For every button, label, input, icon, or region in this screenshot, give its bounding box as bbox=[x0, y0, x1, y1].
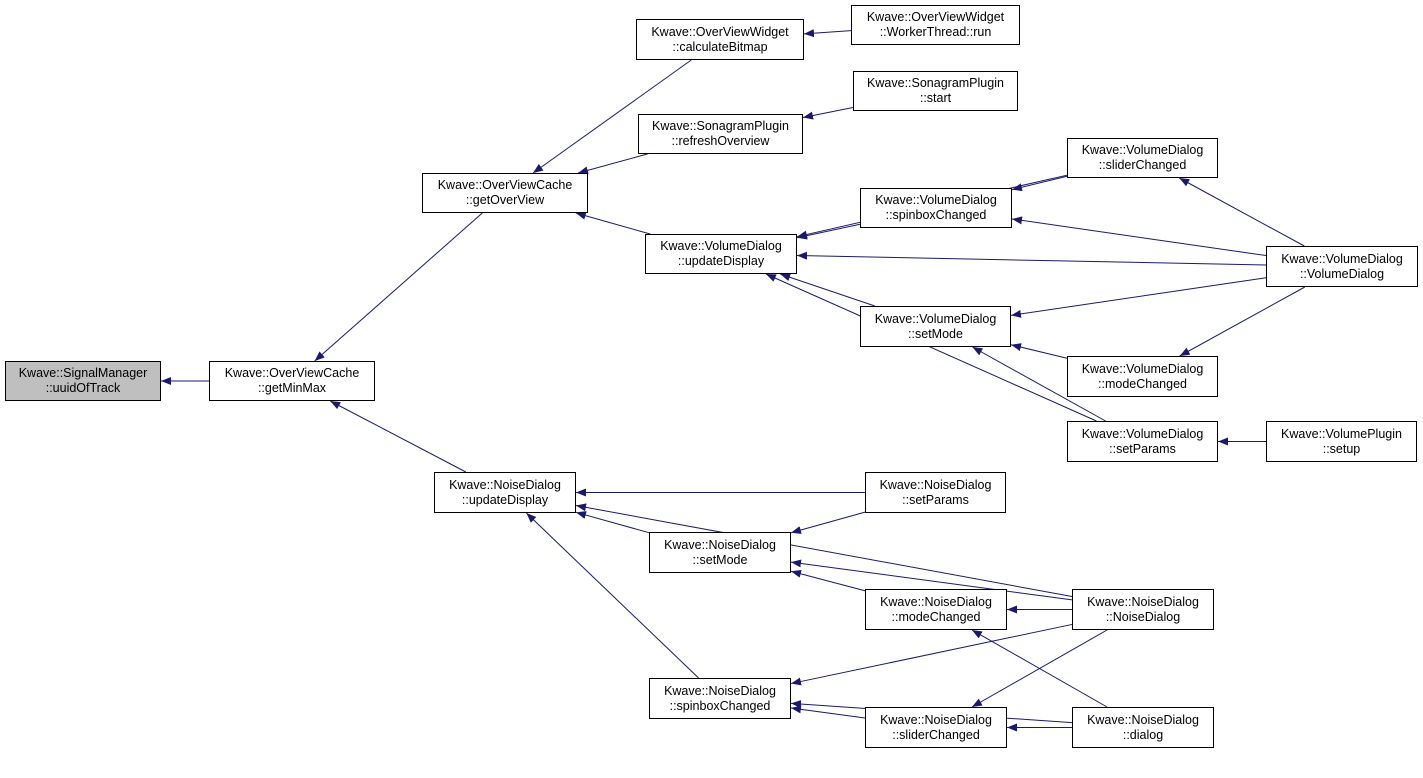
node-label-class: Kwave::NoiseDialog bbox=[880, 712, 992, 727]
node-label-class: Kwave::VolumeDialog bbox=[1281, 251, 1403, 266]
edge-ndNoiseDialog-to-ndSliderChanged bbox=[971, 629, 1108, 708]
edge-getOverView-to-getMinMax bbox=[314, 212, 483, 362]
edge-vdVolumeDialog-to-vdModeChanged bbox=[1179, 286, 1306, 357]
edge-refreshOverview-to-getOverView bbox=[577, 153, 648, 175]
node-label-class: Kwave::OverViewWidget bbox=[866, 10, 1005, 24]
node-label-method: ::setParams bbox=[1109, 441, 1176, 456]
node-noisedialog-noisedialog[interactable]: Kwave::NoiseDialog ::NoiseDialog bbox=[1072, 589, 1214, 630]
node-label-method: ::setParams bbox=[902, 492, 969, 507]
node-label-class: Kwave::VolumeDialog bbox=[874, 311, 997, 326]
edge-vdVolumeDialog-to-vdUpdateDisplay bbox=[796, 251, 1267, 266]
edge-vdVolumeDialog-to-vdSetMode bbox=[1010, 277, 1267, 318]
node-label-method: ::getOverView bbox=[465, 193, 545, 207]
node-noisedialog-sliderchanged[interactable]: Kwave::NoiseDialog ::sliderChanged bbox=[865, 707, 1007, 748]
node-label-class: Kwave::SonagramPlugin bbox=[652, 119, 789, 133]
node-volumedialog-sliderchanged[interactable]: Kwave::VolumeDialog ::sliderChanged bbox=[1067, 138, 1218, 178]
node-label-method: ::sliderChanged bbox=[1098, 158, 1187, 172]
edge-ndSpinboxChanged-to-ndUpdateDisplay bbox=[526, 512, 699, 679]
node-volumeplugin-setup[interactable]: Kwave::VolumePlugin ::setup bbox=[1266, 421, 1417, 462]
node-noisedialog-modechanged[interactable]: Kwave::NoiseDialog ::modeChanged bbox=[865, 589, 1007, 630]
node-volumedialog-setmode[interactable]: Kwave::VolumeDialog ::setMode bbox=[860, 306, 1011, 347]
edge-vdVolumeDialog-to-vdSpinboxChanged bbox=[1011, 216, 1267, 257]
node-label-method: ::NoiseDialog bbox=[1105, 609, 1181, 624]
node-label-class: Kwave::SignalManager bbox=[18, 366, 148, 380]
node-label-method: ::updateDisplay bbox=[461, 492, 549, 507]
node-label-method: ::modeChanged bbox=[891, 609, 981, 624]
node-label-class: Kwave::OverViewCache bbox=[437, 178, 573, 192]
edge-ndModeChanged-to-ndSetMode bbox=[790, 569, 866, 592]
node-overviewwidget-calculatebitmap[interactable]: Kwave::OverViewWidget ::calculateBitmap bbox=[636, 19, 804, 60]
node-volumedialog-updatedisplay[interactable]: Kwave::VolumeDialog ::updateDisplay bbox=[645, 234, 797, 274]
node-label-method: ::updateDisplay bbox=[677, 254, 765, 268]
node-signalmanager-uuidoftrack[interactable]: Kwave::SignalManager ::uuidOfTrack bbox=[5, 361, 161, 401]
node-noisedialog-spinboxchanged[interactable]: Kwave::NoiseDialog ::spinboxChanged bbox=[649, 678, 791, 719]
node-label-class: Kwave::VolumeDialog bbox=[1081, 143, 1204, 157]
edge-vdUpdateDisplay-to-getOverView bbox=[575, 211, 651, 235]
edge-sonaStart-to-refreshOverview bbox=[802, 107, 854, 120]
node-label-class: Kwave::VolumeDialog bbox=[660, 239, 782, 253]
node-label-method: ::setup bbox=[1322, 441, 1361, 456]
node-label-method: ::WorkerThread::run bbox=[879, 25, 992, 39]
edge-ndSetParams-to-ndSetMode bbox=[790, 511, 866, 534]
node-sonagramplugin-refreshoverview[interactable]: Kwave::SonagramPlugin ::refreshOverview bbox=[638, 114, 803, 154]
node-sonagramplugin-start[interactable]: Kwave::SonagramPlugin ::start bbox=[853, 71, 1018, 111]
node-noisedialog-setmode[interactable]: Kwave::NoiseDialog ::setMode bbox=[649, 532, 791, 573]
node-label-class: Kwave::OverViewWidget bbox=[651, 24, 789, 39]
node-volumedialog-setparams[interactable]: Kwave::VolumeDialog ::setParams bbox=[1067, 421, 1218, 462]
node-label-class: Kwave::NoiseDialog bbox=[664, 683, 776, 698]
node-label-method: ::spinboxChanged bbox=[885, 208, 987, 222]
edge-ndSetMode-to-ndUpdateDisplay bbox=[575, 511, 650, 534]
edge-vdSetParams-to-vdUpdateDisplay bbox=[765, 273, 1097, 422]
node-label-class: Kwave::NoiseDialog bbox=[449, 477, 561, 492]
node-label-method: ::dialog bbox=[1122, 727, 1164, 742]
node-overviewcache-getminmax[interactable]: Kwave::OverViewCache ::getMinMax bbox=[209, 361, 375, 401]
node-volumedialog-volumedialog[interactable]: Kwave::VolumeDialog ::VolumeDialog bbox=[1266, 246, 1418, 287]
edge-workerRun-to-calculateBitmap bbox=[803, 29, 852, 38]
edge-vdModeChanged-to-vdSetMode bbox=[1010, 343, 1068, 359]
node-overviewcache-getoverview[interactable]: Kwave::OverViewCache ::getOverView bbox=[422, 173, 588, 213]
edge-calculateBitmap-to-getOverView bbox=[532, 59, 692, 174]
edge-ndNoiseDialog-to-ndSetMode bbox=[790, 559, 1073, 601]
node-volumedialog-modechanged[interactable]: Kwave::VolumeDialog ::modeChanged bbox=[1067, 356, 1218, 397]
node-label-method: ::refreshOverview bbox=[671, 134, 770, 148]
node-label-method: ::setMode bbox=[908, 326, 963, 341]
node-label-method: ::sliderChanged bbox=[892, 727, 980, 742]
node-label-class: Kwave::VolumeDialog bbox=[1081, 361, 1204, 376]
edge-ndNoiseDialog-to-ndUpdateDisplay bbox=[575, 503, 1073, 597]
node-label-class: Kwave::NoiseDialog bbox=[879, 477, 992, 492]
node-label-class: Kwave::NoiseDialog bbox=[664, 537, 776, 552]
node-label-class: Kwave::VolumeDialog bbox=[1081, 426, 1204, 441]
node-label-class: Kwave::VolumePlugin bbox=[1281, 426, 1402, 441]
node-label-method: ::uuidOfTrack bbox=[45, 381, 121, 395]
node-label-method: ::getMinMax bbox=[257, 381, 327, 395]
node-noisedialog-updatedisplay[interactable]: Kwave::NoiseDialog ::updateDisplay bbox=[434, 472, 576, 513]
edge-ndNoiseDialog-to-ndSpinboxChanged bbox=[790, 623, 1073, 686]
edge-vdVolumeDialog-to-vdSliderChanged bbox=[1179, 177, 1305, 247]
node-noisedialog-dialog[interactable]: Kwave::NoiseDialog ::dialog bbox=[1072, 707, 1214, 748]
node-volumedialog-spinboxchanged[interactable]: Kwave::VolumeDialog ::spinboxChanged bbox=[860, 188, 1012, 228]
edge-vdSetParams-to-vdSetMode bbox=[972, 346, 1106, 422]
node-label-class: Kwave::SonagramPlugin bbox=[867, 76, 1004, 90]
node-label-class: Kwave::NoiseDialog bbox=[1087, 594, 1199, 609]
node-label-class: Kwave::OverViewCache bbox=[224, 366, 360, 380]
node-label-method: ::VolumeDialog bbox=[1299, 266, 1385, 281]
node-noisedialog-setparams[interactable]: Kwave::NoiseDialog ::setParams bbox=[865, 472, 1006, 513]
node-label-method: ::start bbox=[919, 91, 952, 105]
node-label-method: ::setMode bbox=[692, 552, 748, 567]
node-label-class: Kwave::NoiseDialog bbox=[1087, 712, 1199, 727]
node-label-class: Kwave::VolumeDialog bbox=[875, 193, 997, 207]
node-overviewwidget-workerthread-run[interactable]: Kwave::OverViewWidget ::WorkerThread::ru… bbox=[851, 5, 1020, 45]
edge-ndSliderChanged-to-ndSpinboxChanged bbox=[790, 705, 866, 719]
node-label-class: Kwave::NoiseDialog bbox=[880, 594, 992, 609]
node-label-method: ::calculateBitmap bbox=[672, 39, 768, 54]
edge-ndUpdateDisplay-to-getMinMax bbox=[329, 400, 467, 473]
node-label-method: ::modeChanged bbox=[1098, 376, 1187, 391]
node-label-method: ::spinboxChanged bbox=[669, 698, 771, 713]
edge-vdSetMode-to-vdUpdateDisplay bbox=[780, 273, 876, 307]
edge-vdSpinboxChanged-to-vdUpdateDisplay bbox=[796, 223, 861, 240]
edge-vdSliderChanged-to-vdSpinboxChanged bbox=[1011, 175, 1068, 192]
